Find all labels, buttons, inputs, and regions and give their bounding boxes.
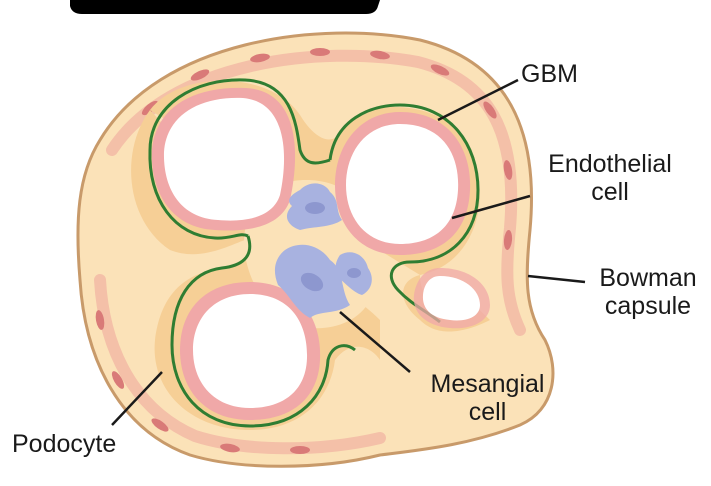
bowman-leader: [528, 276, 585, 282]
label-mesangial-cell: Mesangial cell: [410, 370, 565, 426]
label-bowman-line2: capsule: [588, 292, 708, 320]
label-endothelial-line2: cell: [530, 178, 690, 206]
label-endothelial-line1: Endothelial: [530, 150, 690, 178]
label-podocyte: Podocyte: [12, 430, 116, 458]
label-bowman-line1: Bowman: [588, 264, 708, 292]
top-tab: [70, 0, 380, 14]
label-mesangial-line1: Mesangial: [410, 370, 565, 398]
label-bowman-capsule: Bowman capsule: [588, 264, 708, 320]
label-podocyte-text: Podocyte: [12, 430, 116, 458]
label-endothelial-cell: Endothelial cell: [530, 150, 690, 206]
label-mesangial-line2: cell: [410, 398, 565, 426]
label-gbm: GBM: [521, 60, 578, 88]
label-gbm-text: GBM: [521, 60, 578, 88]
